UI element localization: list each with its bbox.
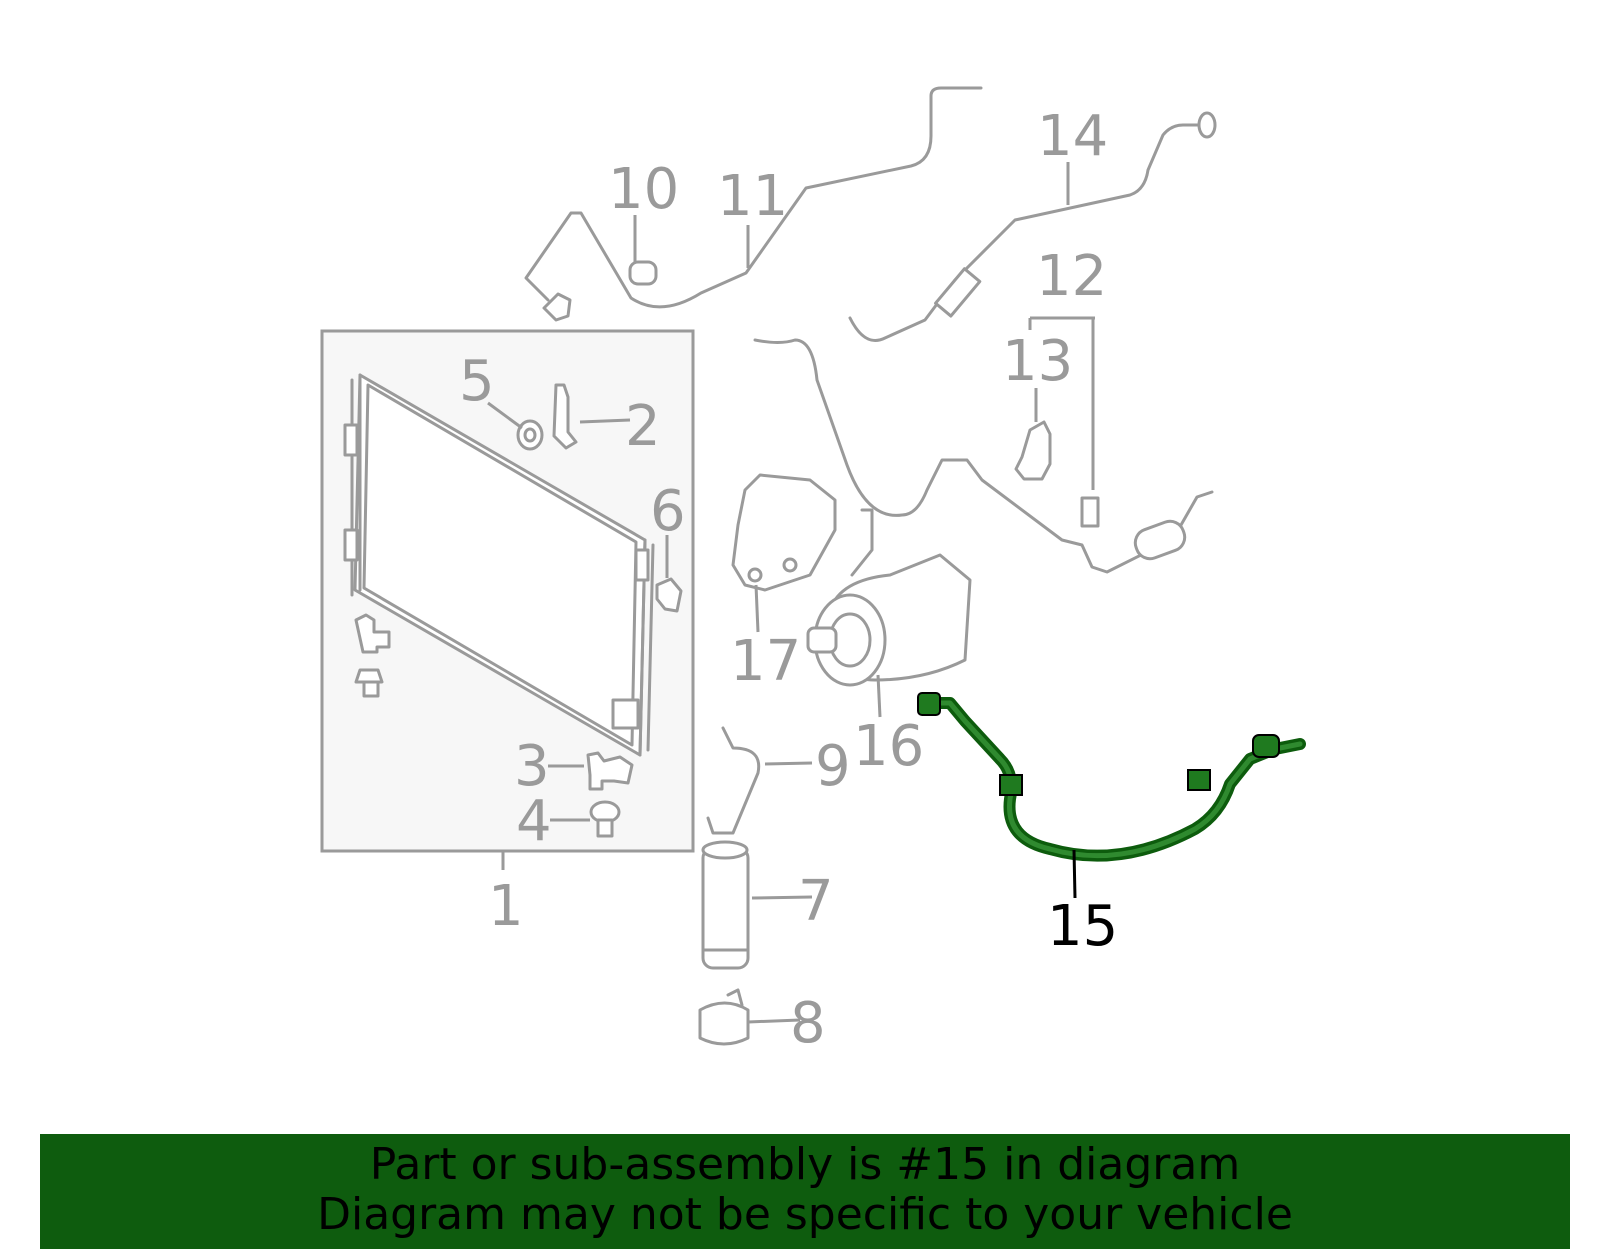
label-14: 14: [1037, 104, 1108, 169]
part-11-pipe[interactable]: [524, 86, 983, 309]
part-2-bracket[interactable]: [552, 383, 578, 450]
part-14-pipe[interactable]: [848, 123, 1200, 342]
label-9: 9: [815, 734, 851, 799]
part-13-bracket[interactable]: [1014, 420, 1052, 481]
label-10: 10: [608, 157, 679, 222]
part-3-bracket[interactable]: [586, 751, 634, 791]
label-17: 17: [730, 629, 801, 694]
label-8: 8: [790, 991, 826, 1056]
banner-line-part-number: Part or sub-assembly is #15 in diagram: [369, 1139, 1241, 1190]
part-4-bolt[interactable]: [589, 800, 621, 838]
label-4: 4: [516, 789, 552, 854]
info-banner: Part or sub-assembly is #15 in diagram D…: [40, 1134, 1570, 1249]
label-16: 16: [853, 714, 924, 779]
parts-diagram: 1 2 3 4 5 6 7 8 9 10 11 12 13 14 15 16 1…: [320, 86, 1306, 1056]
label-2: 2: [625, 394, 661, 459]
banner-line-disclaimer: Diagram may not be specific to your vehi…: [317, 1189, 1293, 1240]
part-10-switch[interactable]: [628, 260, 658, 286]
part-16-compressor[interactable]: [806, 508, 972, 687]
label-11: 11: [717, 164, 788, 229]
part-8-bracket[interactable]: [698, 988, 750, 1046]
label-13: 13: [1002, 329, 1073, 394]
label-12: 12: [1036, 244, 1107, 309]
part-7-receiver-drier[interactable]: [701, 840, 750, 970]
label-6: 6: [650, 479, 686, 544]
leader-lines: [487, 162, 1077, 1024]
part-6-clip[interactable]: [655, 577, 683, 613]
part-5-bushing[interactable]: [516, 419, 544, 451]
label-15: 15: [1047, 894, 1118, 959]
part-9-pipe[interactable]: [706, 726, 761, 835]
part-15-hose-highlighted[interactable]: [917, 692, 1306, 862]
label-3: 3: [514, 734, 550, 799]
label-7: 7: [798, 869, 834, 934]
label-1: 1: [488, 874, 524, 939]
label-5: 5: [459, 349, 495, 414]
part-17-bracket[interactable]: [731, 473, 837, 592]
